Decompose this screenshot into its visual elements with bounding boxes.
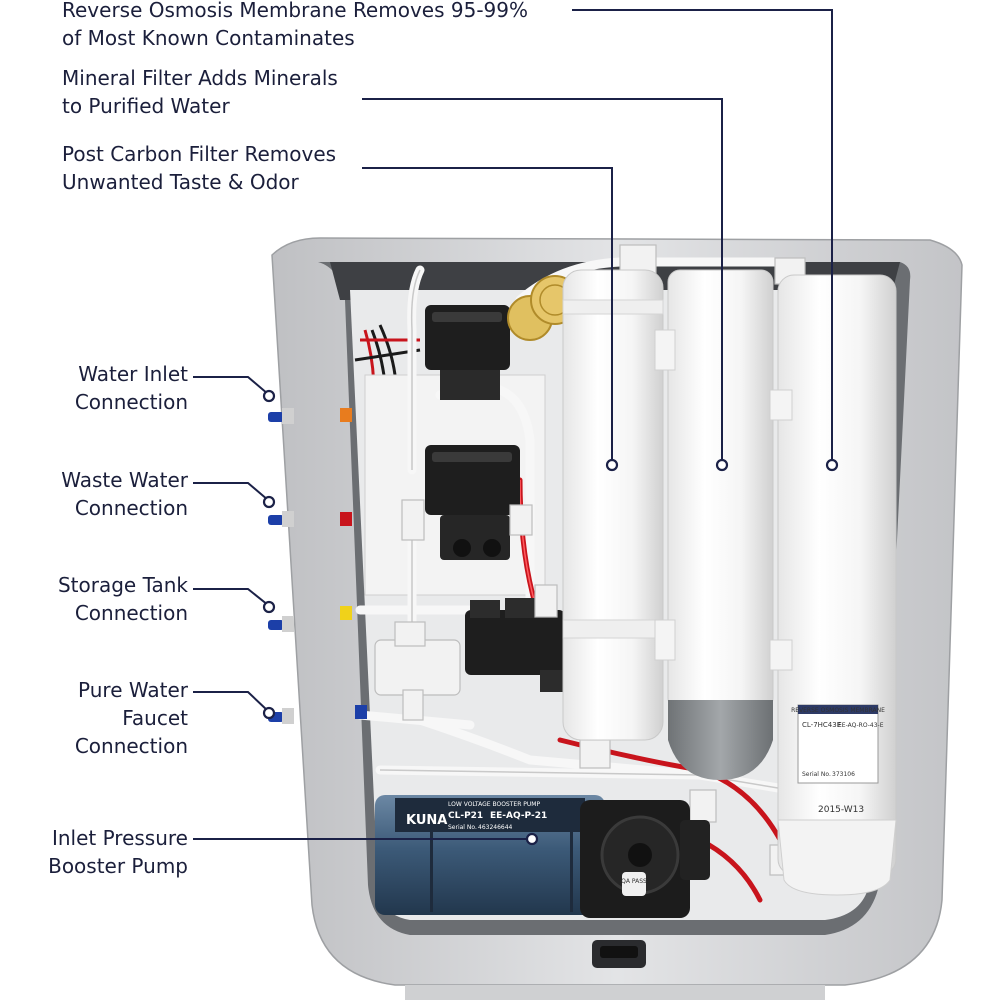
leader-waste-water — [193, 482, 269, 501]
membrane-date: 2015-W13 — [818, 805, 864, 815]
pump-code: EE-AQ-P-21 — [490, 811, 547, 821]
pump-serial: Serial No. — [448, 824, 477, 831]
membrane-header: REVERSE OSMOSIS MEMBRANE — [791, 707, 885, 714]
dot-booster-pump — [525, 832, 539, 846]
leader-ro-membrane — [572, 9, 833, 465]
side-connectors — [268, 408, 367, 724]
label-water-inlet: Water Inlet Connection — [74, 362, 188, 414]
dot-mineral-filter — [715, 458, 729, 472]
leader-storage-tank — [193, 588, 269, 606]
dot-ro-membrane — [825, 458, 839, 472]
booster-pump: QA PASS KUNA LOW VOLTAGE BOOSTER PUMP CL… — [375, 795, 710, 918]
membrane-model: CL-7HC43E — [802, 721, 841, 729]
dot-water-inlet — [262, 389, 276, 403]
label-storage-tank: Storage Tank Connection — [57, 573, 188, 625]
fittings — [374, 244, 806, 876]
dot-waste-water — [262, 495, 276, 509]
membrane-serial: Serial No. — [802, 771, 831, 778]
pump-header: LOW VOLTAGE BOOSTER PUMP — [448, 801, 540, 808]
leader-water-inlet — [193, 376, 269, 395]
label-post-carbon: Post Carbon Filter Removes Unwanted Tast… — [62, 142, 337, 194]
dot-post-carbon — [605, 458, 619, 472]
leader-pure-water — [193, 691, 269, 712]
pump-model: CL-P21 — [448, 811, 483, 821]
label-pure-water: Pure Water Faucet Connection — [74, 678, 188, 758]
pump-brand: KUNA — [406, 813, 447, 828]
pump-qa: QA PASS — [621, 878, 647, 885]
solenoid-valves — [425, 305, 570, 692]
filter-ro-membrane: REVERSE OSMOSIS MEMBRANE CL-7HC43E EE-AQ… — [769, 274, 897, 896]
filter-post-carbon — [562, 269, 664, 741]
membrane-serial-value: 373106 — [832, 771, 855, 778]
label-mineral-filter: Mineral Filter Adds Minerals to Purified… — [62, 66, 338, 118]
label-ro-membrane: Reverse Osmosis Membrane Removes 95-99% … — [62, 0, 528, 50]
pump-serial-value: 463246644 — [478, 824, 513, 831]
filter-mineral — [654, 269, 774, 780]
label-booster-pump: Inlet Pressure Booster Pump — [48, 826, 188, 878]
leader-mineral-filter — [362, 98, 723, 465]
dot-pure-water — [262, 706, 276, 720]
leader-post-carbon — [362, 167, 613, 465]
membrane-code: EE-AQ-RO-43-E — [838, 722, 884, 729]
dot-storage-tank — [262, 600, 276, 614]
label-waste-water: Waste Water Connection — [61, 468, 188, 520]
